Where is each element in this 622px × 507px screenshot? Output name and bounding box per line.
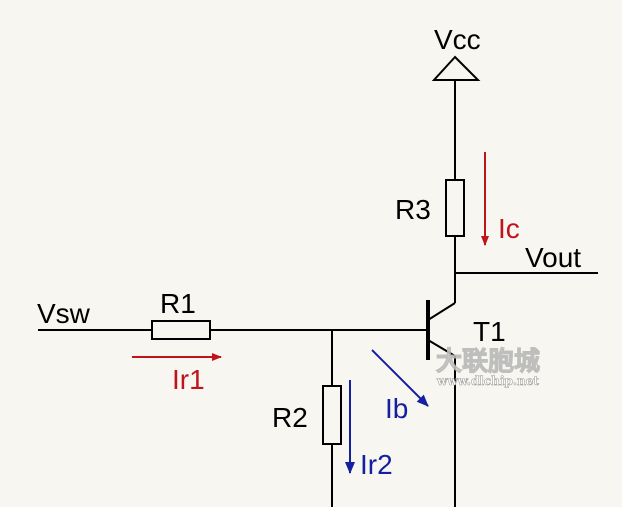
vsw-label: Vsw <box>37 298 91 329</box>
r2-label: R2 <box>272 402 308 433</box>
watermark-url: www.dlchip.net <box>436 374 539 388</box>
watermark-title: 大联胞城 <box>436 346 540 377</box>
ib-arrow <box>371 349 429 407</box>
ir2-label: Ir2 <box>360 449 393 480</box>
vcc-label: Vcc <box>434 24 481 55</box>
ib-label: Ib <box>385 393 408 424</box>
resistor-r3 <box>445 179 465 237</box>
vout-label: Vout <box>525 242 581 273</box>
ir1-label: Ir1 <box>172 364 205 395</box>
transistor-emitter <box>427 339 456 357</box>
resistor-r1 <box>151 320 211 340</box>
vcc-supply-symbol <box>431 55 481 81</box>
transistor-collector <box>427 302 456 321</box>
ic-label: Ic <box>498 213 520 244</box>
t1-label: T1 <box>473 316 506 347</box>
r1-label: R1 <box>160 288 196 319</box>
resistor-r2 <box>322 385 342 445</box>
r3-label: R3 <box>395 194 431 225</box>
